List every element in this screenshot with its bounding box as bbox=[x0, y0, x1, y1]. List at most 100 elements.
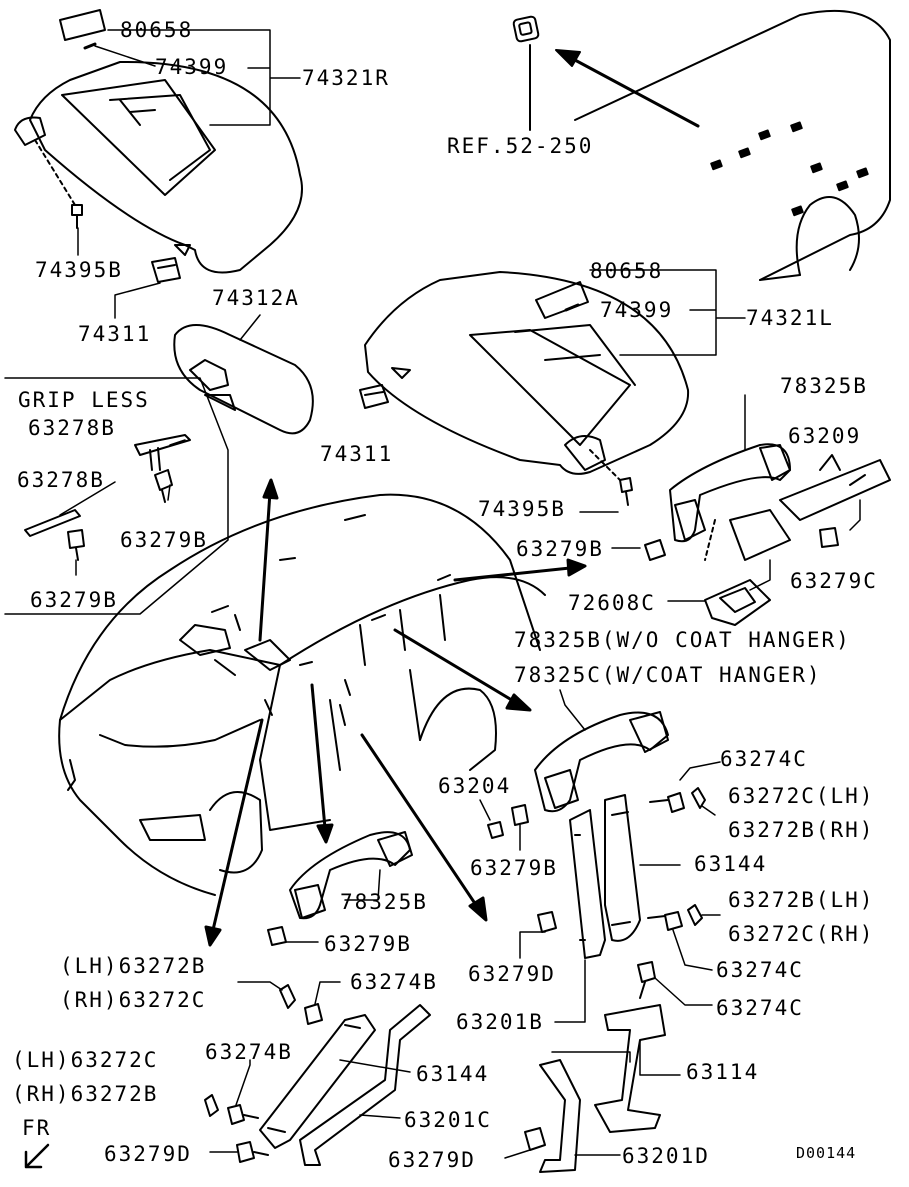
grip-63114 bbox=[594, 1004, 681, 1133]
label-74395b-r: 74395B bbox=[35, 258, 123, 282]
label-63274c-1: 63274C bbox=[720, 747, 808, 771]
direction-marker: FR bbox=[22, 1116, 52, 1140]
bolt-63279b-d bbox=[511, 804, 529, 851]
front-direction-arrow bbox=[24, 1143, 50, 1169]
cap-63278b-1 bbox=[134, 434, 191, 471]
label-63279d-b: 63279D bbox=[388, 1148, 476, 1172]
label-63278b-2: 63278B bbox=[17, 468, 105, 492]
label-74321l: 74321L bbox=[746, 306, 834, 330]
label-74311-l: 74311 bbox=[320, 442, 394, 466]
bracket-63209 bbox=[704, 454, 891, 561]
clip-63272c-lh bbox=[691, 787, 716, 816]
label-63279b-b: 63279B bbox=[30, 588, 118, 612]
bolt-63279b-a bbox=[154, 469, 173, 503]
assist-grip-78325b-top bbox=[669, 394, 791, 543]
label-74399-r: 74399 bbox=[155, 55, 229, 79]
label-63278b-1: 63278B bbox=[28, 416, 116, 440]
label-78325b-mid: 78325B bbox=[340, 890, 428, 914]
label-74321r: 74321R bbox=[302, 66, 390, 90]
bolt-63274c-c bbox=[637, 961, 713, 1006]
bolt-63279d-b bbox=[504, 1127, 546, 1159]
sun-visor-right bbox=[14, 60, 303, 274]
clip-63272b-lh bbox=[687, 904, 721, 926]
cap-63278b-2 bbox=[24, 509, 81, 537]
label-rh-63272b: (RH)63272B bbox=[12, 1082, 159, 1106]
ref-clip-icon bbox=[512, 15, 540, 131]
label-rh-63272c: (RH)63272C bbox=[60, 988, 207, 1012]
label-63272c-rh: 63272C(RH) bbox=[728, 922, 875, 946]
visor-holder-74311-l bbox=[359, 384, 389, 409]
drawing-id: D00144 bbox=[796, 1144, 857, 1162]
label-63279d-l: 63279D bbox=[104, 1142, 192, 1166]
label-63144-l: 63144 bbox=[416, 1062, 490, 1086]
label-63201b: 63201B bbox=[456, 1010, 544, 1034]
label-63279c: 63279C bbox=[790, 569, 878, 593]
label-63274b-1: 63274B bbox=[350, 970, 438, 994]
label-74312a: 74312A bbox=[212, 286, 300, 310]
bolt-63279b-c bbox=[644, 539, 666, 561]
label-78325b-note: 78325B(W/O COAT HANGER) bbox=[514, 628, 851, 652]
label-63274c-3: 63274C bbox=[716, 996, 804, 1020]
bolt-63279d-r bbox=[519, 911, 557, 959]
grip-less-box bbox=[4, 377, 229, 615]
label-63201c: 63201C bbox=[404, 1108, 492, 1132]
vanity-cover-80658-l bbox=[535, 281, 589, 319]
bolt-63274c-b bbox=[647, 911, 713, 971]
label-63114: 63114 bbox=[686, 1060, 760, 1084]
label-63204: 63204 bbox=[438, 774, 512, 798]
label-63279d-r: 63279D bbox=[468, 962, 556, 986]
label-63274c-2: 63274C bbox=[716, 958, 804, 982]
clip-63272b-lh-lower bbox=[237, 981, 296, 1009]
label-78325c-note: 78325C(W/COAT HANGER) bbox=[514, 663, 822, 687]
grip-63144-l bbox=[259, 1014, 411, 1149]
bolt-63274c-a bbox=[649, 761, 721, 813]
bolt-63274b-b bbox=[227, 1059, 259, 1125]
pin-74399-r bbox=[83, 42, 97, 50]
bracket-63201d bbox=[539, 1051, 631, 1173]
label-63144-r: 63144 bbox=[694, 852, 768, 876]
label-74311-r: 74311 bbox=[78, 322, 152, 346]
label-63272c-lh: 63272C(LH) bbox=[728, 784, 875, 808]
grip-63144-r bbox=[604, 794, 681, 942]
label-63274b-2: 63274B bbox=[205, 1040, 293, 1064]
label-78325b-top: 78325B bbox=[780, 374, 868, 398]
assist-grip-78325c bbox=[534, 689, 669, 813]
clip-63272c-lh-lower bbox=[204, 1094, 219, 1117]
bracket-63201c bbox=[299, 1004, 431, 1166]
label-lh-63272b: (LH)63272B bbox=[60, 954, 207, 978]
assist-grip-78325b-mid bbox=[289, 831, 413, 920]
label-72608c: 72608C bbox=[568, 591, 656, 615]
inside-mirror-74312a bbox=[173, 314, 314, 435]
clip-63204 bbox=[479, 799, 504, 839]
label-63279b-d: 63279B bbox=[470, 856, 558, 880]
label-63279b-a: 63279B bbox=[120, 528, 208, 552]
assembly-arrows bbox=[204, 478, 587, 947]
bolt-63279c bbox=[819, 527, 839, 548]
bolt-63274b-a bbox=[304, 981, 341, 1025]
label-80658-r: 80658 bbox=[120, 18, 194, 42]
label-63272b-rh: 63272B(RH) bbox=[728, 818, 875, 842]
sun-visor-left bbox=[364, 271, 690, 506]
label-63272b-lh: 63272B(LH) bbox=[728, 888, 875, 912]
label-63201d: 63201D bbox=[622, 1144, 710, 1168]
vehicle-rear-outline bbox=[555, 9, 891, 281]
label-ref-52-250: REF.52-250 bbox=[447, 134, 594, 158]
label-63279b-e: 63279B bbox=[324, 932, 412, 956]
vehicle-body-outline bbox=[58, 493, 546, 896]
label-74399-l: 74399 bbox=[600, 298, 674, 322]
label-63209: 63209 bbox=[788, 424, 862, 448]
label-63279b-c: 63279B bbox=[516, 537, 604, 561]
bolt-63279d-l bbox=[209, 1141, 269, 1163]
bolt-63279b-e bbox=[267, 926, 319, 946]
vanity-cover-80658-r bbox=[59, 9, 106, 41]
bolt-63279b-b bbox=[67, 529, 85, 561]
bracket-63201b bbox=[554, 809, 606, 1023]
hook-72608c bbox=[704, 559, 771, 626]
label-grip-less: GRIP LESS bbox=[18, 388, 150, 412]
label-74395b-l: 74395B bbox=[478, 497, 566, 521]
label-80658-l: 80658 bbox=[590, 259, 664, 283]
visor-holder-74311-r bbox=[114, 257, 181, 319]
label-lh-63272c: (LH)63272C bbox=[12, 1048, 159, 1072]
